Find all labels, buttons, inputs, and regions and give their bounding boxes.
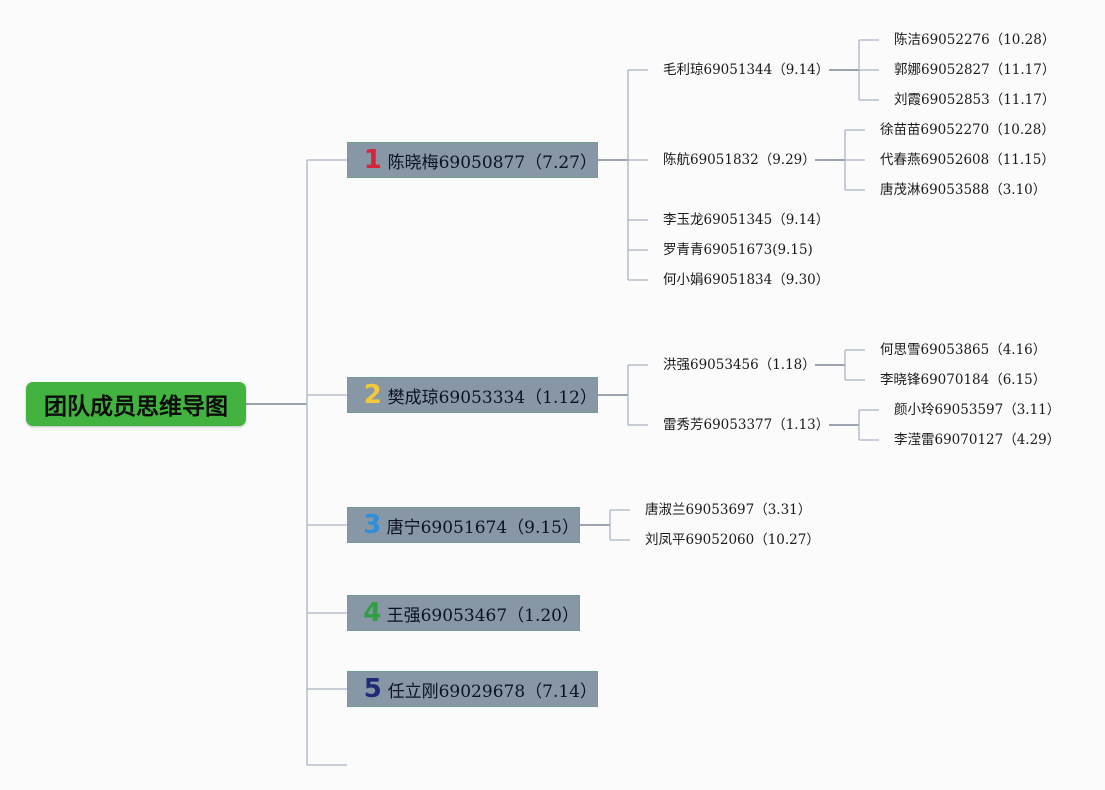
topic-box-5[interactable]: 5 任立刚69029678（7.14） bbox=[347, 671, 598, 707]
subtopic[interactable]: 代春燕69052608（11.15） bbox=[880, 152, 1055, 168]
root-topic-label: 团队成员思维导图 bbox=[44, 394, 228, 420]
subtopic[interactable]: 何小娟69051834（9.30） bbox=[663, 272, 830, 288]
subtopic[interactable]: 唐淑兰69053697（3.31） bbox=[645, 502, 812, 518]
topic-box-4[interactable]: 4 王强69053467（1.20） bbox=[347, 595, 580, 631]
root-topic[interactable]: 团队成员思维导图 bbox=[26, 382, 246, 426]
subtopic[interactable]: 罗青青69051673(9.15) bbox=[663, 242, 813, 258]
subtopic[interactable]: 李玉龙69051345（9.14） bbox=[663, 212, 830, 228]
topic-label: 任立刚69029678（7.14） bbox=[387, 681, 597, 702]
subtopic[interactable]: 郭娜69052827（11.17） bbox=[894, 62, 1056, 78]
subtopic[interactable]: 李滢雷69070127（4.29） bbox=[894, 432, 1061, 448]
topic-box-1[interactable]: 1 陈晓梅69050877（7.27） bbox=[347, 142, 598, 178]
subtopic[interactable]: 陈洁69052276（10.28） bbox=[894, 32, 1056, 48]
topic-label: 唐宁69051674（9.15） bbox=[386, 517, 579, 538]
subtopic[interactable]: 唐茂淋69053588（3.10） bbox=[880, 182, 1047, 198]
subtopic[interactable]: 刘凤平69052060（10.27） bbox=[645, 532, 820, 548]
subtopic[interactable]: 洪强69053456（1.18） bbox=[663, 357, 816, 373]
number-badge-4: 4 bbox=[363, 598, 382, 628]
number-badge-1: 1 bbox=[363, 145, 382, 175]
subtopic[interactable]: 颜小玲69053597（3.11） bbox=[894, 402, 1061, 418]
number-badge-3: 3 bbox=[363, 510, 382, 540]
topic-box-3[interactable]: 3 唐宁69051674（9.15） bbox=[347, 507, 580, 543]
number-badge-2: 2 bbox=[363, 380, 382, 410]
topic-label: 樊成琼69053334（1.12） bbox=[387, 387, 597, 408]
subtopic[interactable]: 毛利琼69051344（9.14） bbox=[663, 62, 830, 78]
topic-label: 陈晓梅69050877（7.27） bbox=[387, 152, 597, 173]
subtopic[interactable]: 雷秀芳69053377（1.13） bbox=[663, 417, 830, 433]
number-badge-5: 5 bbox=[363, 674, 382, 704]
topic-label: 王强69053467（1.20） bbox=[386, 605, 579, 626]
subtopic[interactable]: 徐苗苗69052270（10.28） bbox=[880, 122, 1055, 138]
subtopic[interactable]: 陈航69051832（9.29） bbox=[663, 152, 816, 168]
subtopic[interactable]: 李晓锋69070184（6.15） bbox=[880, 372, 1047, 388]
subtopic[interactable]: 刘霞69052853（11.17） bbox=[894, 92, 1056, 108]
topic-box-2[interactable]: 2 樊成琼69053334（1.12） bbox=[347, 377, 598, 413]
subtopic[interactable]: 何思雪69053865（4.16） bbox=[880, 342, 1047, 358]
